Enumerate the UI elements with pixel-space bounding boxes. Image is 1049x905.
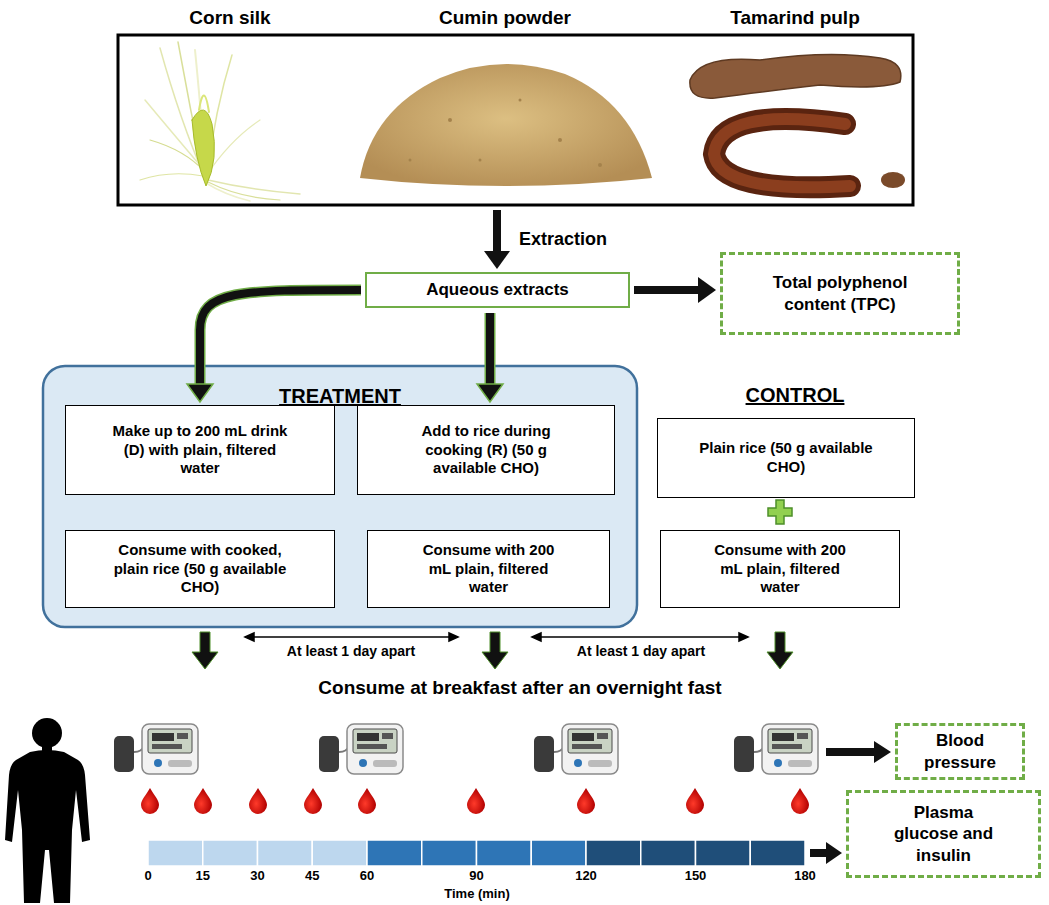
- photo-label: Corn silk: [189, 6, 270, 30]
- tick-label: 15: [196, 868, 210, 884]
- interval-label: At least 1 day apart: [577, 643, 705, 661]
- tick-label: 150: [685, 868, 707, 884]
- box-text: Plasma glucose and insulin: [888, 802, 1000, 866]
- box-text: Consume with 200 mL plain, filtered wate…: [710, 541, 850, 597]
- box-text: Add to rice during cooking (R) (50 g ava…: [394, 422, 579, 478]
- box-text: Consume with 200 mL plain, filtered wate…: [419, 541, 559, 597]
- instruction-text: Consume at breakfast after an overnight …: [318, 676, 721, 700]
- process-box: Consume with 200 mL plain, filtered wate…: [660, 530, 900, 608]
- flow-arrow: [484, 210, 510, 269]
- treatment-panel: TREATMENT Make up to 200 mL drink (D) wit…: [42, 365, 638, 628]
- box-text: Make up to 200 mL drink (D) with plain, …: [103, 422, 298, 478]
- photo-label: Tamarind pulp: [730, 6, 859, 30]
- tick-label: 180: [794, 868, 816, 884]
- corn-silk-photo: [140, 42, 300, 201]
- outcome-box: Blood pressure: [895, 723, 1025, 780]
- photo-panel: Corn silk Cumin powder Tamarind pulp: [118, 0, 913, 205]
- axis-title: Time (min): [444, 886, 510, 902]
- timeline-bar: [148, 840, 805, 866]
- process-box: Consume with cooked, plain rice (50 g av…: [65, 530, 335, 608]
- outcome-box: Total polyphenol content (TPC): [720, 252, 960, 335]
- interval-arrow: [245, 633, 748, 641]
- tick-label: 60: [360, 868, 374, 884]
- edge-label: Extraction: [519, 228, 607, 251]
- process-box: Make up to 200 mL drink (D) with plain, …: [65, 405, 335, 495]
- blood-drop: [141, 788, 809, 814]
- panel-title: TREATMENT: [42, 365, 638, 409]
- photo-label: Cumin powder: [439, 6, 571, 30]
- process-box: Consume with 200 mL plain, filtered wate…: [367, 530, 610, 608]
- flow-arrow: [634, 277, 716, 303]
- tick-label: 45: [305, 868, 319, 884]
- flow-arrow: [477, 313, 503, 402]
- cumin-powder-photo: [360, 64, 652, 186]
- box-text: Aqueous extracts: [426, 279, 569, 300]
- interval-label: At least 1 day apart: [287, 643, 415, 661]
- box-text: Blood pressure: [910, 730, 1010, 773]
- box-text: Plain rice (50 g available CHO): [694, 439, 879, 477]
- tick-label: 30: [250, 868, 264, 884]
- tick-label: 90: [469, 868, 483, 884]
- section-title: CONTROL: [746, 383, 845, 408]
- down-arrow: [192, 632, 793, 669]
- extract-box: Aqueous extracts: [365, 272, 630, 308]
- human-silhouette: [5, 718, 90, 903]
- blood-pressure-monitor: [114, 724, 818, 774]
- box-text: Total polyphenol content (TPC): [768, 272, 913, 315]
- treatment-panel-outline: [43, 366, 637, 627]
- photo-frame: [118, 35, 913, 205]
- process-box: Add to rice during cooking (R) (50 g ava…: [357, 405, 615, 495]
- box-text: Consume with cooked, plain rice (50 g av…: [108, 541, 293, 597]
- tick-label: 120: [575, 868, 597, 884]
- tamarind-pulp-photo: [690, 54, 905, 188]
- tick-label: 0: [144, 868, 151, 884]
- process-box: Plain rice (50 g available CHO): [657, 418, 915, 498]
- outcome-box: Plasma glucose and insulin: [846, 790, 1041, 878]
